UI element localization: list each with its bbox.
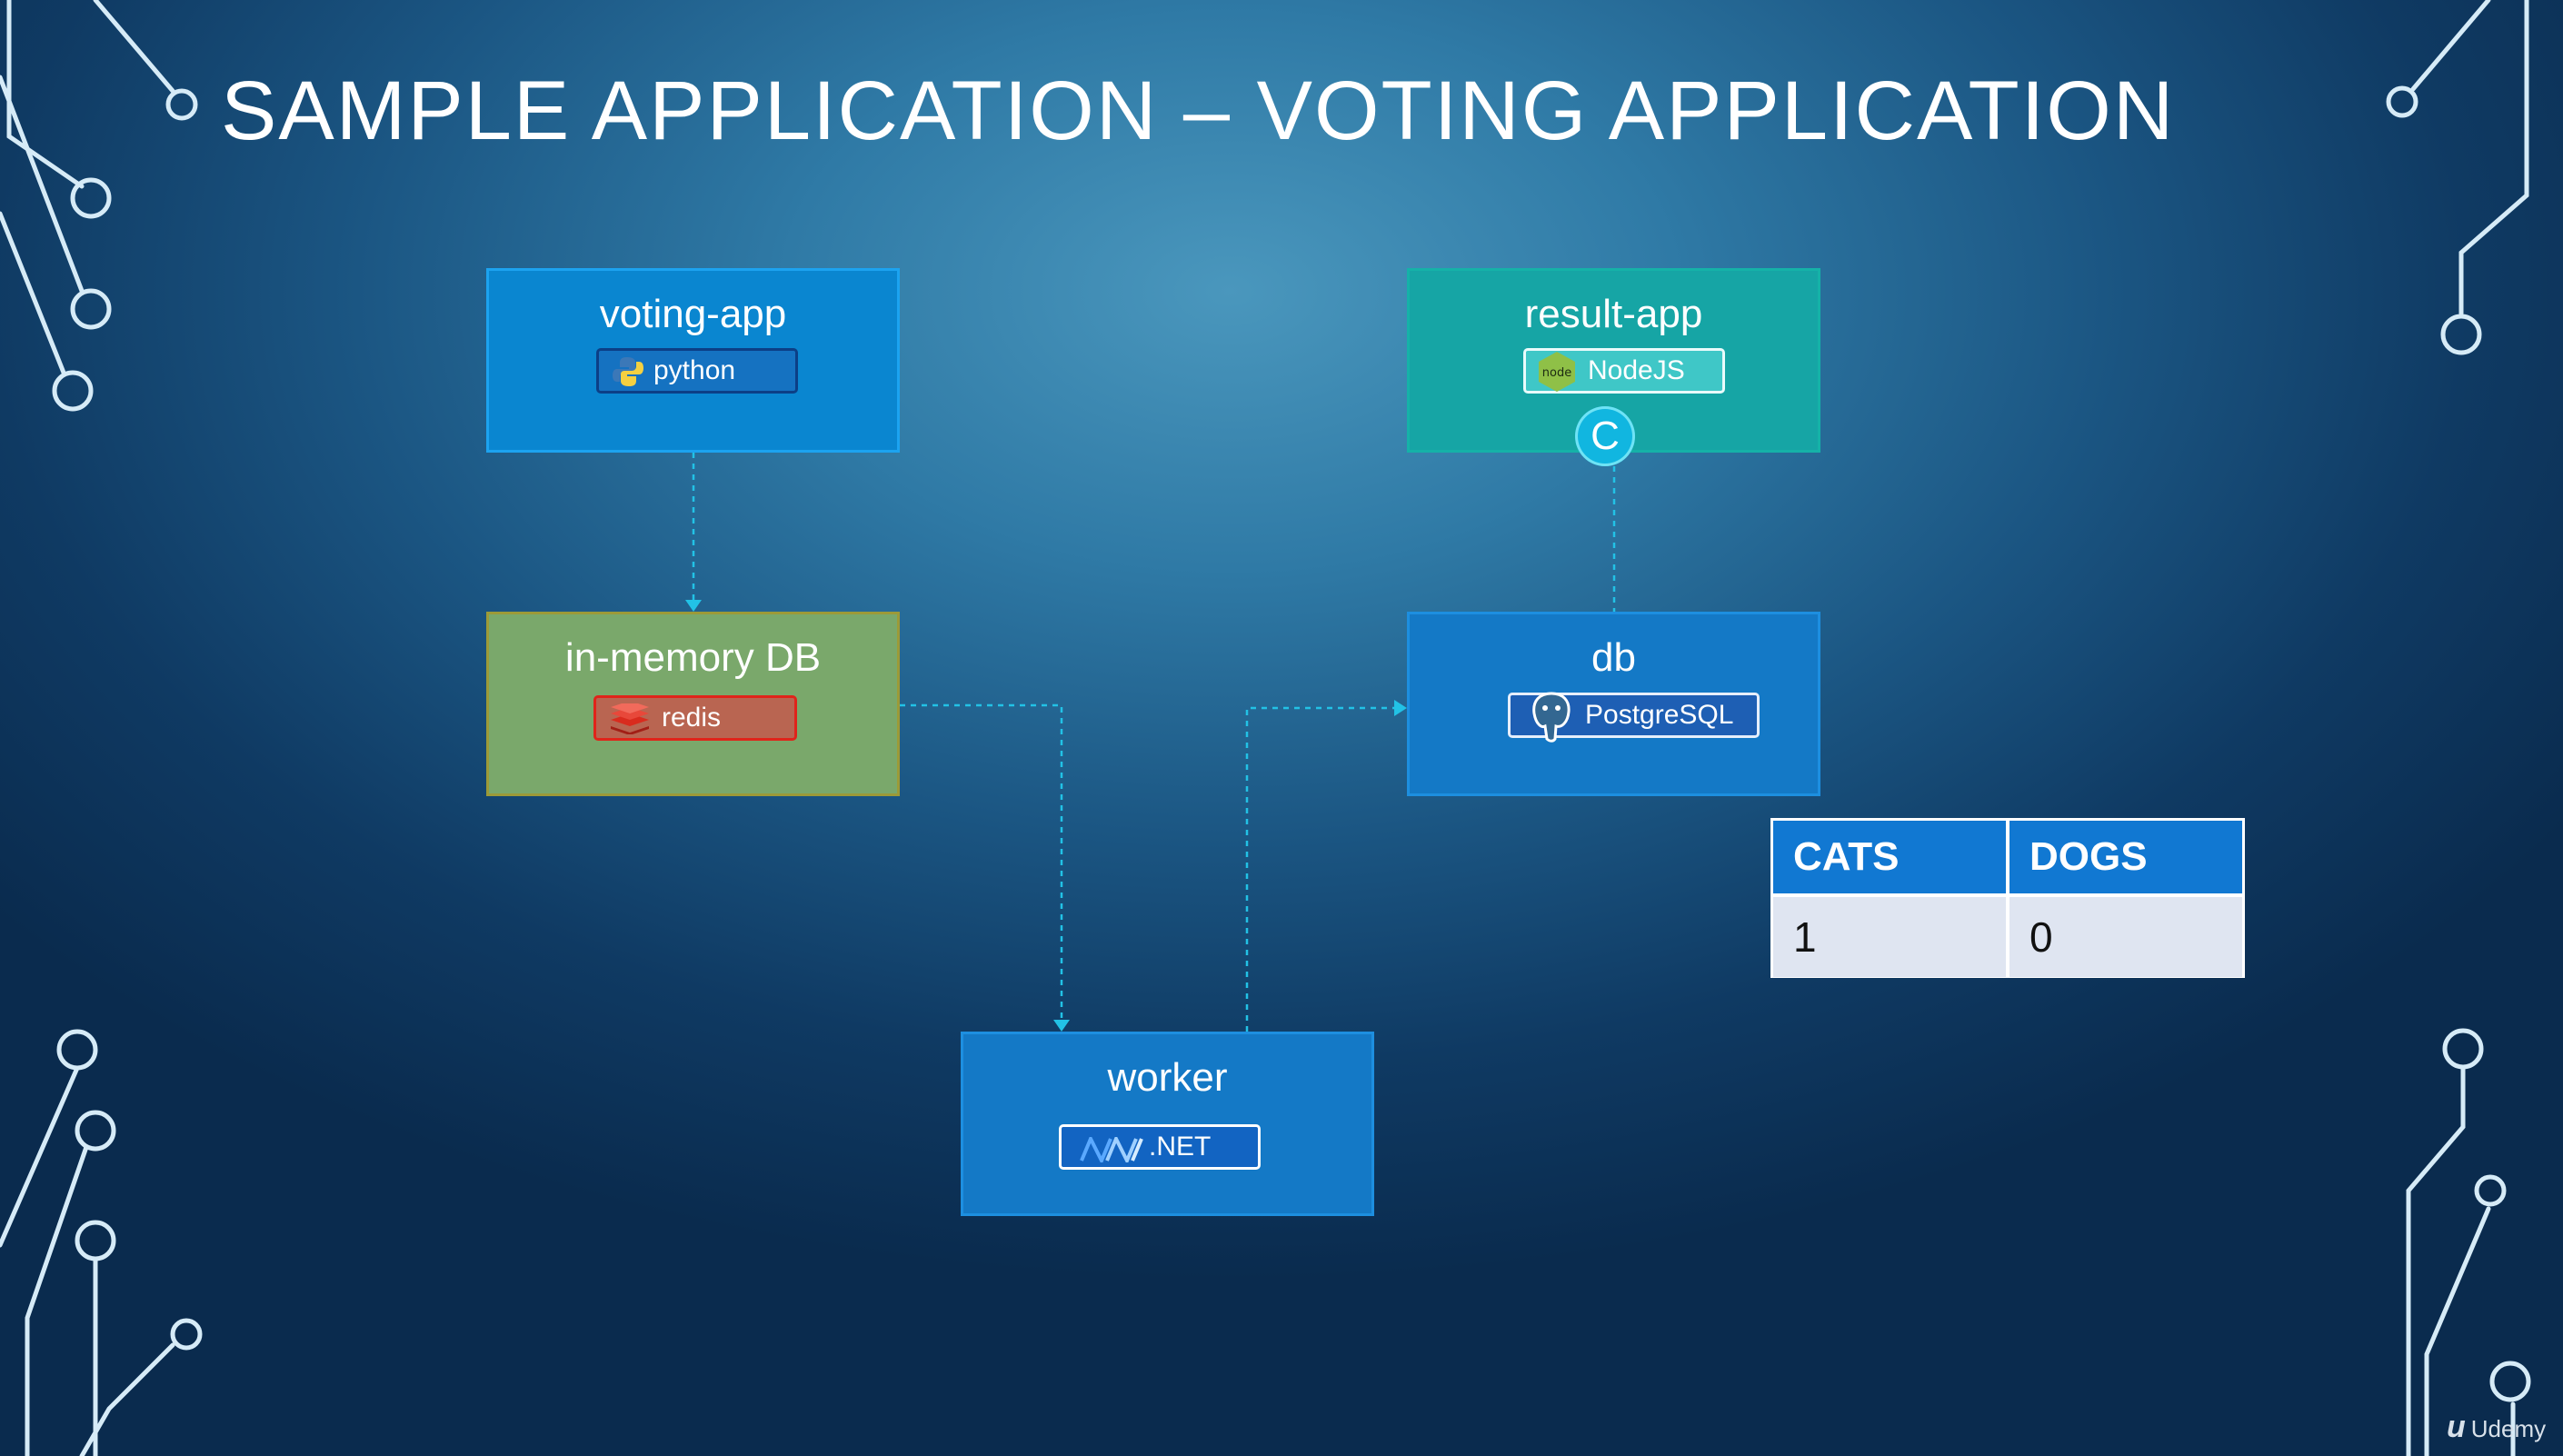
udemy-brand-label: Udemy: [2470, 1415, 2547, 1442]
nodejs-label: NodeJS: [1588, 355, 1685, 385]
python-label: python: [653, 355, 736, 385]
worker-label: worker: [1107, 1055, 1228, 1100]
worker-component: worker .NET: [961, 1032, 1374, 1216]
result-app-label: result-app: [1524, 292, 1703, 336]
dotnet-badge: .NET: [1059, 1124, 1261, 1170]
cats-count: 1: [1773, 893, 2008, 977]
connector-worker-to-db: [1245, 706, 1396, 1032]
redis-badge: redis: [593, 695, 797, 741]
python-badge: python: [596, 348, 798, 394]
dotnet-label: .NET: [1149, 1132, 1212, 1162]
voting-app-label: voting-app: [599, 292, 787, 336]
dogs-count: 0: [2006, 893, 2242, 977]
postgresql-icon: [1527, 690, 1576, 754]
in-memory-db-label: in-memory DB: [564, 635, 822, 680]
svg-text:node: node: [1542, 366, 1571, 380]
header-cats: CATS: [1773, 821, 2008, 895]
db-label: db: [1591, 635, 1636, 680]
connector-redis-to-worker: [900, 703, 1063, 1022]
header-dogs: DOGS: [2006, 821, 2242, 895]
nodejs-badge: node NodeJS: [1523, 348, 1725, 394]
db-component: db PostgreSQL: [1407, 612, 1820, 796]
table-row: 1 0: [1773, 893, 2242, 977]
redis-label: redis: [662, 703, 722, 733]
nodejs-icon: node: [1535, 350, 1579, 405]
cache-marker: C: [1575, 406, 1635, 466]
dotnet-icon: [1080, 1134, 1147, 1174]
vote-results-table: CATS DOGS 1 0: [1770, 818, 2245, 978]
postgresql-badge: PostgreSQL: [1508, 692, 1760, 743]
arrowhead-to-db: [1394, 700, 1407, 716]
redis-icon: [609, 701, 651, 746]
in-memory-db-component: in-memory DB redis: [486, 612, 900, 796]
arrowhead-to-worker: [1053, 1020, 1070, 1032]
slide-title: SAMPLE APPLICATION – VOTING APPLICATION: [221, 65, 2176, 157]
voting-app-component: voting-app python: [486, 268, 900, 453]
udemy-logo-icon: u: [2447, 1410, 2466, 1444]
postgresql-label: PostgreSQL: [1585, 700, 1734, 730]
python-icon: [610, 354, 646, 402]
arrowhead-to-redis: [685, 600, 702, 612]
